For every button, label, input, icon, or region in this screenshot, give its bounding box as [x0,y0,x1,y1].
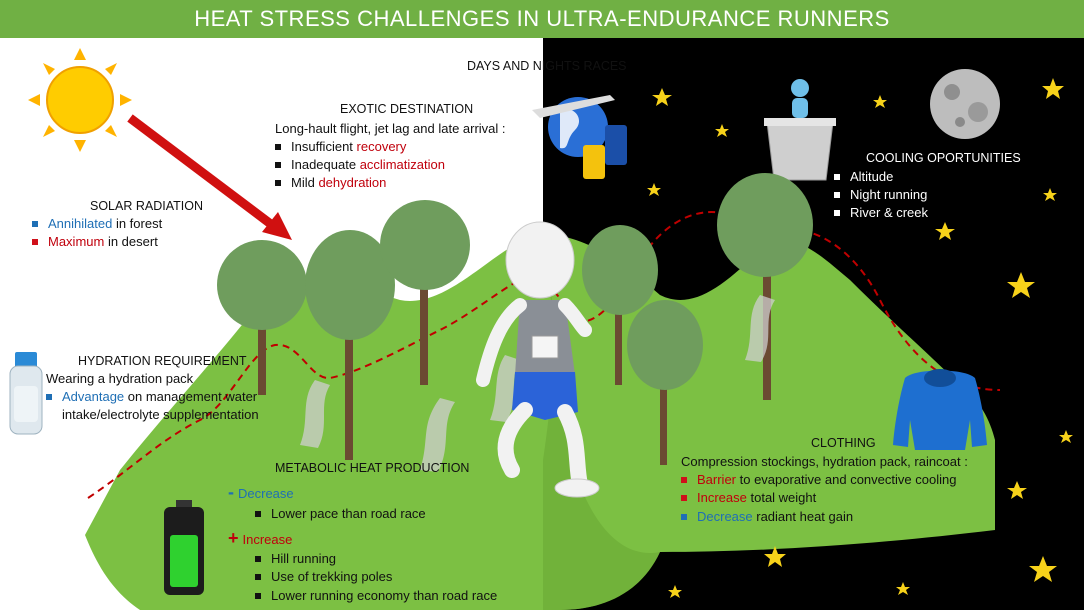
bullet-icon [32,238,38,245]
metabolic-decrease: -Decrease [228,482,294,502]
arrow-icon [127,114,292,240]
cooling-heading: COOLING OPORTUNITIES [866,151,1021,165]
sun-icon [28,48,132,152]
bullet-icon [255,592,261,599]
hydration-item: Advantage on management water [46,388,257,406]
bullet-icon [255,555,261,562]
metabolic-increase: +Increase [228,528,293,548]
bullet-icon [46,393,52,400]
metabolic-increase-item: Use of trekking poles [255,568,392,586]
elevation-profile [87,211,1001,499]
tree-icon [217,173,813,465]
bullet-icon [255,573,261,580]
clothing-heading: CLOTHING [811,436,876,450]
metabolic-increase-item: Lower running economy than road race [255,587,497,605]
hill-shadow [540,235,660,610]
bullet-icon [681,513,687,520]
bullet-icon [32,220,38,227]
hydration-item-continued: intake/electrolyte supplementation [62,407,259,422]
solar-item: Maximum in desert [32,233,158,251]
exotic-item: Insufficient recovery [275,138,406,156]
days-nights-heading: DAYS AND NIGHTS RACES [467,59,627,73]
metabolic-decrease-item: Lower pace than road race [255,505,426,523]
cooling-item: Night running [834,186,927,204]
bullet-icon [275,143,281,150]
cooling-item: Altitude [834,168,893,186]
bullet-icon [834,191,840,198]
title-banner: HEAT STRESS CHALLENGES IN ULTRA-ENDURANC… [0,0,1084,38]
hydration-intro: Wearing a hydration pack [46,371,194,386]
cooling-item: River & creek [834,204,928,222]
hydration-heading: HYDRATION REQUIREMENT [78,354,247,368]
ice-bucket-figure-icon [764,79,836,181]
battery-icon [164,500,204,595]
exotic-item: Mild dehydration [275,174,386,192]
bullet-icon [681,476,687,483]
page-title: HEAT STRESS CHALLENGES IN ULTRA-ENDURANC… [194,6,890,31]
bullet-icon [255,510,261,517]
runner-figure [476,221,600,498]
clothing-item: Increase total weight [681,489,816,507]
water-bottle-icon [9,352,43,435]
globe-travel-icon [532,95,627,179]
metabolic-increase-item: Hill running [255,550,336,568]
star-icon [647,78,1073,598]
metabolic-heading: METABOLIC HEAT PRODUCTION [275,461,470,475]
bullet-icon [834,209,840,216]
hoodie-icon [893,369,987,450]
clothing-item: Barrier to evaporative and convective co… [681,471,956,489]
bullet-icon [275,179,281,186]
exotic-heading: EXOTIC DESTINATION [340,102,474,116]
bullet-icon [681,494,687,501]
clothing-intro: Compression stockings, hydration pack, r… [681,454,968,469]
exotic-item: Inadequate acclimatization [275,156,445,174]
moon-icon [930,69,1000,139]
clothing-item: Decrease radiant heat gain [681,508,853,526]
solar-heading: SOLAR RADIATION [90,199,203,213]
solar-item: Annihilated in forest [32,215,162,233]
exotic-intro: Long-hault flight, jet lag and late arri… [275,121,506,136]
bullet-icon [834,173,840,180]
bullet-icon [275,161,281,168]
